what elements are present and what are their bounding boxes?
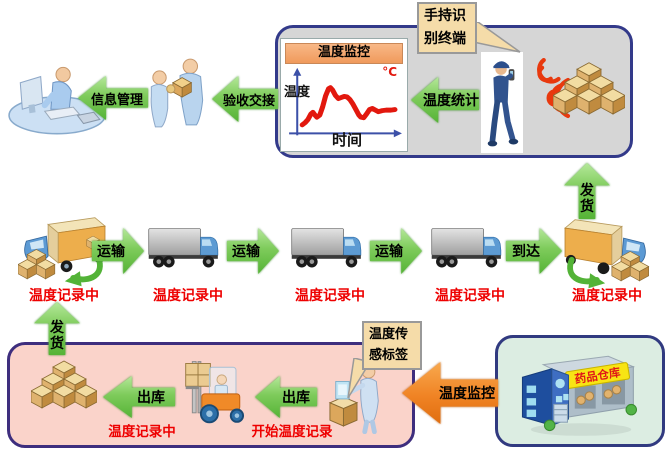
pallet-boxes-icon	[553, 62, 625, 115]
temperature-stats-label: 温度统计	[423, 93, 479, 109]
handover-people-icon	[150, 58, 204, 128]
info-management-arrow: 信息管理	[78, 76, 148, 120]
callout-line-1: 温度传	[369, 327, 409, 342]
pharma-warehouse-building-icon: 药品仓库	[521, 355, 638, 436]
transport-truck-icon	[291, 228, 362, 268]
callout-line-2: 别终端	[424, 31, 466, 48]
transport-arrow-1: 运输	[92, 228, 144, 274]
temperature-monitoring-arrow: 温度监控	[402, 362, 498, 424]
x-axis-label: 时间	[331, 131, 363, 149]
recording-label-5: 温度记录中	[572, 288, 642, 304]
temperature-stats-arrow: 温度统计	[411, 77, 479, 123]
acceptance-handover-arrow: 验收交接	[212, 76, 278, 122]
celsius-unit-label: °C	[382, 65, 397, 79]
temperature-chart-card: 温度监控 温度 时间 °C	[280, 38, 408, 152]
ship-char-2: 货	[580, 198, 594, 215]
warehouse-worker-icon	[481, 54, 523, 151]
transport-label-1: 运输	[97, 244, 125, 260]
outbound-boxes-icon	[31, 360, 97, 409]
handheld-terminal-callout: 手持识 别终端	[417, 2, 477, 55]
recording-label-1: 温度记录中	[29, 288, 99, 304]
recording-label-2: 温度记录中	[153, 288, 223, 304]
recording-label-3: 温度记录中	[295, 288, 365, 304]
arrive-label: 到达	[512, 244, 540, 260]
transport-label-2: 运输	[232, 244, 260, 260]
x-axis-arrowhead	[393, 129, 402, 138]
outbound-label-2: 出库	[282, 390, 310, 406]
forklift-icon	[185, 361, 245, 424]
callout-line-2: 感标签	[369, 348, 409, 364]
ship-arrow-right: 发 货	[564, 163, 610, 219]
labeling-station-icon	[328, 365, 379, 434]
ship-char-1: 发	[580, 182, 594, 199]
transport-label-3: 运输	[375, 244, 403, 260]
outbound-arrow-2: 出库	[255, 376, 317, 418]
warehouse-banner: 药品仓库	[564, 362, 631, 389]
arrive-arrow: 到达	[506, 228, 562, 274]
acceptance-handover-label: 验收交接	[222, 93, 275, 109]
ship-char-2: 货	[50, 336, 64, 353]
temperature-sensor-callout: 温度传 感标签	[362, 321, 422, 370]
y-axis-label: 温度	[284, 85, 311, 100]
outbound-arrow-1: 出库	[103, 376, 175, 418]
temperature-monitoring-label: 温度监控	[439, 386, 495, 402]
y-axis-arrowhead	[293, 67, 302, 76]
unloading-truck-icon	[564, 219, 649, 289]
outbound-label-1: 出库	[137, 390, 165, 406]
transport-truck-icon	[148, 228, 219, 268]
chart-title: 温度监控	[285, 43, 403, 64]
transport-arrow-2: 运输	[227, 228, 279, 274]
ship-arrow-left: 发 货	[34, 302, 80, 355]
start-recording-label: 开始温度记录	[251, 424, 333, 440]
transport-truck-icon	[431, 228, 502, 268]
outbound-recording-label: 温度记录中	[108, 424, 176, 440]
loading-truck-icon	[18, 217, 106, 287]
ship-char-1: 发	[50, 320, 64, 337]
temperature-line-chart	[289, 67, 402, 138]
information-desk-icon	[8, 66, 106, 135]
temperature-plot: 温度 时间 °C	[283, 65, 405, 149]
temperature-curve	[299, 85, 398, 128]
callout-line-1: 手持识	[424, 8, 466, 24]
info-management-label: 信息管理	[90, 92, 143, 108]
recording-label-4: 温度记录中	[435, 288, 505, 304]
transport-arrow-3: 运输	[370, 228, 422, 274]
worker-card	[481, 52, 523, 153]
